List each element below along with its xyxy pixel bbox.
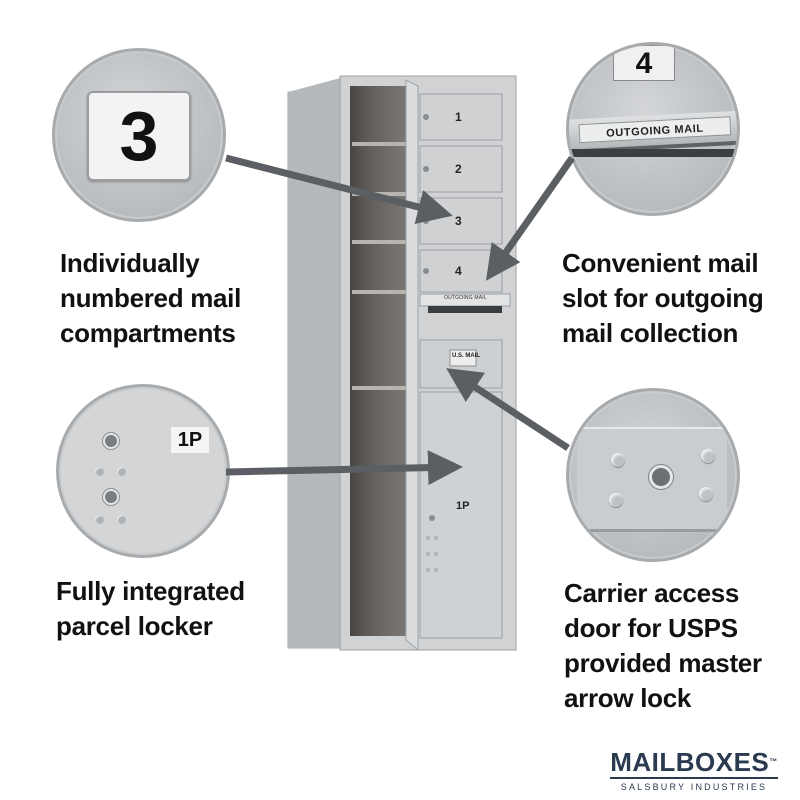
parcel-locker-zoom: 1P (56, 384, 230, 558)
door-number-3: 3 (455, 214, 462, 228)
brand-name-text: MAILBOXES (610, 747, 770, 777)
caption-compartments: Individually numbered mail compartments (60, 246, 241, 351)
arrow-carrier (446, 368, 570, 451)
caption-line: slot for outgoing (562, 283, 764, 313)
rivet-icon (117, 467, 126, 476)
caption-line: numbered mail (60, 283, 242, 313)
parcel-locker-door (419, 391, 503, 639)
parcel-lock-icon (429, 515, 435, 521)
carrier-plate-label: U.S. MAIL (452, 353, 480, 359)
rivet-icon (701, 449, 715, 463)
number-tag: 4 (613, 45, 675, 81)
door-number-4: 4 (455, 264, 462, 278)
parcel-tag-label: 1P (177, 429, 203, 451)
usps-plate (449, 349, 477, 367)
lock-icon (103, 433, 119, 449)
brand-name: MAILBOXES™ (606, 748, 782, 776)
caption-line: parcel locker (56, 611, 213, 641)
rivet-icon (609, 493, 623, 507)
lock-icon (103, 489, 119, 505)
caption-line: arrow lock (564, 683, 692, 713)
brand-logo: MAILBOXES™ SALSBURY INDUSTRIES (606, 748, 782, 793)
rivet-icon (95, 467, 104, 476)
number-plate: 3 (87, 91, 191, 181)
caption-parcel: Fully integrated parcel locker (56, 574, 245, 644)
caption-line: door for USPS (564, 613, 738, 643)
outgoing-slot-opening (428, 306, 502, 313)
caption-line: compartments (60, 318, 236, 348)
number-tag-label: 4 (635, 47, 653, 80)
rivet-icon (611, 453, 625, 467)
outgoing-slot-zoom: 4 OUTGOING MAIL (566, 42, 740, 216)
arrow-parcel (225, 450, 463, 486)
caption-line: Carrier access (564, 578, 740, 608)
rivet-icon (95, 515, 104, 524)
slot-plate-label: OUTGOING MAIL (444, 295, 487, 301)
caption-line: Individually (60, 248, 200, 278)
door-number-2: 2 (455, 162, 462, 176)
rivet-icon (699, 487, 713, 501)
caption-line: provided master (564, 648, 762, 678)
caption-line: Convenient mail (562, 248, 759, 278)
parcel-rivets (426, 536, 438, 572)
carrier-lock-zoom (566, 388, 740, 562)
arrow-lock-icon (649, 465, 673, 489)
arrow-outgoing (485, 155, 575, 281)
interior-shade (350, 86, 408, 636)
number-plate-label: 3 (119, 97, 159, 175)
trademark-mark: ™ (769, 757, 778, 766)
caption-carrier: Carrier access door for USPS provided ma… (564, 576, 762, 716)
compartment-number-zoom: 3 (52, 48, 226, 222)
caption-line: Fully integrated (56, 576, 245, 606)
rivet-icon (117, 515, 126, 524)
parcel-tag: 1P (171, 427, 209, 453)
arrow-compartments (225, 154, 453, 225)
mailbox-side-shadow (288, 76, 348, 648)
brand-underline (610, 777, 778, 779)
parcel-label: 1P (456, 500, 470, 512)
slot-opening (569, 149, 737, 157)
caption-line: mail collection (562, 318, 739, 348)
caption-outgoing: Convenient mail slot for outgoing mail c… (562, 246, 764, 351)
door-number-1: 1 (455, 110, 462, 124)
brand-tagline: SALSBURY INDUSTRIES (620, 782, 768, 792)
